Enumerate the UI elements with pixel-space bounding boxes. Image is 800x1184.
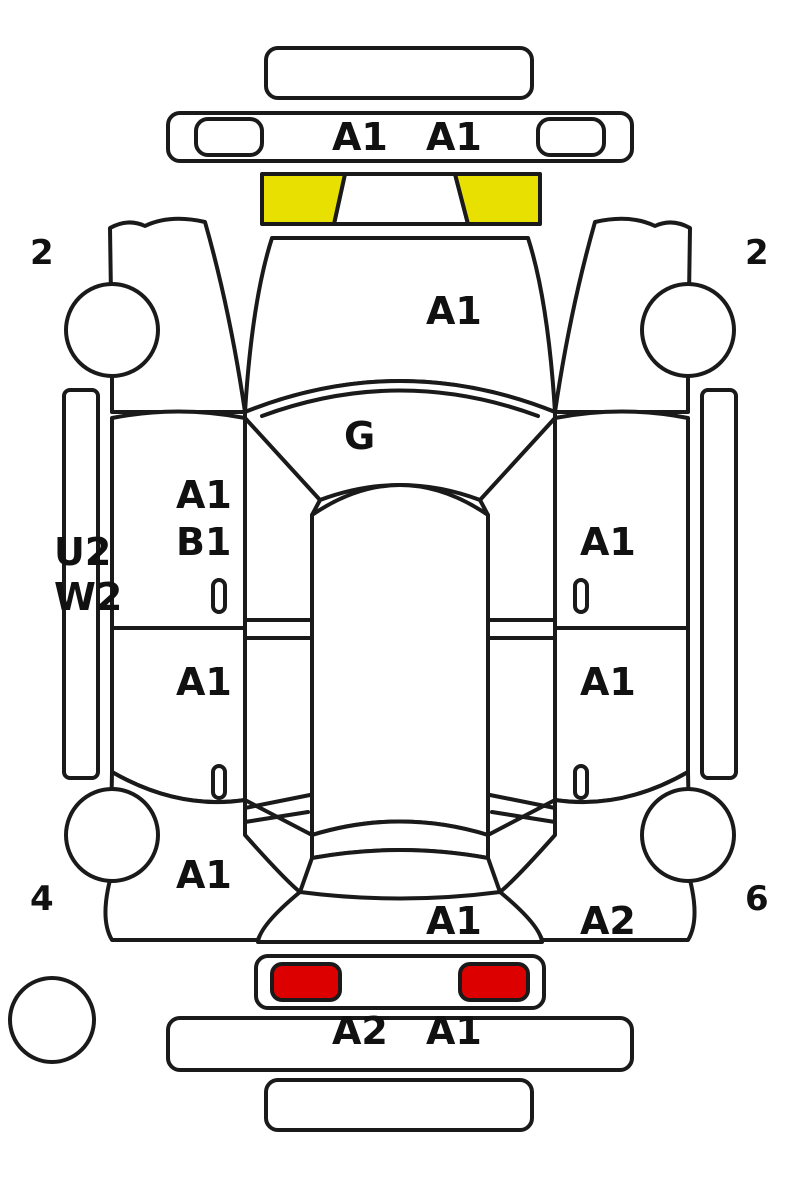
left-front-door-handle — [211, 578, 227, 614]
grille — [332, 172, 470, 226]
roof — [310, 483, 490, 837]
label-windshield: G — [344, 414, 375, 458]
corner-number-rear-left: 4 — [30, 879, 54, 919]
right-headlight — [453, 172, 542, 226]
label-rear-bumper-left: A2 — [332, 1009, 388, 1053]
front-left-wheel — [64, 282, 160, 378]
rear-bumper — [166, 1016, 634, 1072]
corner-number-rear-right: 6 — [745, 879, 769, 919]
right-front-door — [553, 409, 690, 630]
right-side-sill — [700, 388, 738, 780]
trunk-lid — [256, 848, 544, 944]
corner-number-front-left: 2 — [30, 233, 54, 273]
right-taillight — [458, 962, 530, 1002]
front-left-fog-light — [194, 117, 264, 157]
label-right-front-door: A1 — [580, 520, 636, 564]
label-left-rear-door: A1 — [176, 660, 232, 704]
label-left-rear-quarter: A1 — [176, 853, 232, 897]
windshield-inner-line — [260, 388, 540, 418]
spare-wheel — [8, 976, 96, 1064]
label-left-sill-1: U2 — [54, 530, 111, 574]
rear-left-wheel — [64, 787, 160, 883]
label-hood: A1 — [426, 289, 482, 333]
front-plate — [264, 46, 534, 100]
trunk-edge — [298, 890, 502, 901]
label-trunk: A1 — [426, 899, 482, 943]
label-rear-bumper-right: A1 — [426, 1009, 482, 1053]
right-rear-strip — [488, 793, 557, 824]
label-left-sill-2: W2 — [54, 575, 122, 619]
label-left-front-door-1: A1 — [176, 473, 232, 517]
corner-number-front-right: 2 — [745, 233, 769, 273]
label-front-bumper-right: A1 — [426, 115, 482, 159]
label-left-front-door-2: B1 — [176, 520, 231, 564]
left-rear-door-handle — [211, 764, 227, 800]
front-right-fog-light — [536, 117, 606, 157]
front-right-wheel — [640, 282, 736, 378]
rear-right-wheel — [640, 787, 736, 883]
left-headlight — [260, 172, 347, 226]
label-right-rear-door: A1 — [580, 660, 636, 704]
rear-plate — [264, 1078, 534, 1132]
front-bumper — [166, 111, 634, 163]
left-taillight — [270, 962, 342, 1002]
left-side-sill — [62, 388, 100, 780]
left-rear-strip — [243, 793, 312, 824]
label-right-rear-quarter: A2 — [580, 899, 636, 943]
label-front-bumper-left: A1 — [332, 115, 388, 159]
right-front-door-handle — [573, 578, 589, 614]
right-rear-door-handle — [573, 764, 589, 800]
